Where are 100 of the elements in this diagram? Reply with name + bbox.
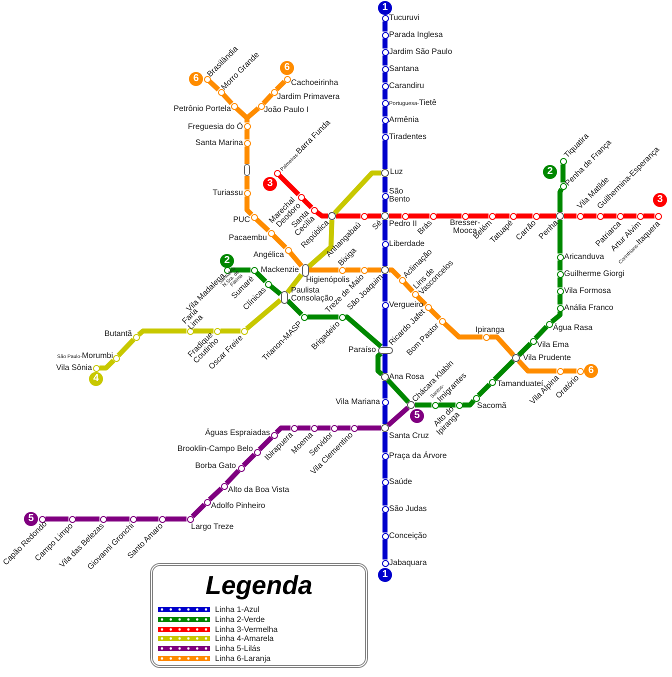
station-dot: [382, 14, 388, 22]
station-dot: [398, 276, 406, 284]
station-dot: [402, 212, 408, 220]
metro-line-segment: [100, 358, 116, 370]
station-name: Largo Treze: [191, 522, 234, 531]
legend-label: Linha 6-Laranja: [215, 654, 271, 663]
metro-line-segment: [382, 106, 388, 116]
interchange-dot: [381, 373, 389, 381]
station-name: Butantã: [104, 328, 132, 338]
station-dot: [596, 212, 604, 220]
metro-line-segment: [382, 140, 388, 169]
station-name: Conceição: [389, 530, 427, 540]
line-number-badge: 2: [543, 165, 557, 179]
station-name: Morumbi: [82, 350, 113, 360]
metro-line-segment: [358, 426, 381, 430]
metro-line-segment: [490, 334, 516, 357]
line-number-badge: 3: [263, 177, 277, 191]
metro-line-segment: [416, 294, 428, 306]
metro-line-segment: [468, 214, 488, 218]
station-name: João Paulo I: [264, 104, 308, 114]
metro-line-segment: [136, 516, 158, 522]
metro-line-segment: [558, 188, 564, 212]
metro-line-segment: [382, 486, 388, 506]
station-name: Pedro II: [389, 219, 417, 228]
metro-line-segment: [389, 214, 402, 218]
station-dot: [616, 212, 624, 220]
station-dot: [300, 314, 308, 320]
metro-line-segment: [306, 220, 334, 269]
metro-line-segment: [76, 516, 100, 522]
metro-line-segment: [278, 174, 300, 196]
metro-line-segment: [46, 516, 68, 522]
station-dot: [382, 560, 388, 566]
metro-line-segment: [382, 308, 388, 346]
metro-line-segment: [318, 426, 330, 430]
station-name: Paraíso: [348, 344, 376, 354]
metro-line-segment: [382, 460, 388, 478]
station-dot: [360, 212, 368, 220]
station-dot: [240, 328, 248, 334]
metro-line-segment: [208, 486, 224, 502]
station-name: Sacomã: [477, 400, 506, 410]
station-dot: [130, 516, 136, 522]
station-dot: [100, 516, 106, 522]
station-name: Ipiranga: [476, 325, 504, 334]
station-dot: [310, 424, 318, 432]
station-name: Jardim São Paulo: [389, 46, 452, 56]
metro-line-segment: [558, 294, 562, 304]
station-name: Alto da Boa Vista: [228, 484, 290, 494]
metro-line-segment: [288, 251, 304, 268]
line-number-badge: 6: [584, 364, 598, 378]
legend-label: Linha 4-Amarela: [215, 634, 274, 644]
station-name: Tiradentes: [389, 132, 426, 141]
station-dot: [112, 354, 120, 362]
metro-line-segment: [462, 399, 476, 408]
station-name: Vila Ema: [537, 340, 569, 349]
station-name: Borba Gato: [195, 460, 236, 470]
station-dot: [290, 424, 298, 432]
station-dot: [68, 516, 76, 522]
metro-line-segment: [386, 406, 410, 428]
station-dot: [556, 368, 564, 374]
metro-line-segment: [346, 268, 360, 272]
line-number-badge: 2: [220, 254, 234, 268]
station-dot: [92, 364, 100, 372]
station-dot: [576, 212, 584, 220]
metro-line-segment: [244, 130, 250, 140]
station-dot: [254, 448, 260, 456]
interchange-marker: [378, 346, 392, 354]
station-name: Saúde: [389, 476, 412, 486]
interchange-dot: [556, 212, 564, 220]
interchange-dot: [381, 424, 389, 432]
station-dot: [488, 378, 496, 386]
legend-label: Linha 2-Verde: [215, 614, 265, 624]
legend-label: Linha 3-Vermelha: [215, 624, 278, 634]
station-name: Brás: [416, 218, 434, 236]
station-name: Santa Marina: [195, 138, 243, 147]
metro-line-segment: [382, 274, 388, 302]
station-name: Anália Franco: [564, 302, 614, 312]
legend-title: Legenda: [204, 570, 314, 601]
station-name: Petrônio Portela: [174, 104, 231, 113]
metro-line-segment: [286, 298, 304, 316]
metro-line-segment: [389, 268, 402, 280]
station-dot: [654, 212, 662, 220]
station-dot: [350, 424, 358, 432]
metro-line-segment: [302, 198, 314, 210]
station-dot: [636, 212, 644, 220]
metro-line-segment: [558, 278, 562, 288]
metro-line-segment: [376, 352, 384, 376]
metro-line-segment: [298, 426, 310, 430]
station-dot: [258, 102, 264, 110]
station-dot: [560, 182, 566, 190]
metro-line-segment: [382, 22, 388, 32]
station-dot: [462, 212, 468, 220]
station-dot: [330, 424, 338, 432]
metro-line-segment: [516, 214, 532, 218]
station-dot: [382, 398, 388, 406]
line-number-badge: 6: [189, 72, 203, 86]
station-dot: [488, 212, 496, 220]
metro-line-segment: [550, 312, 562, 324]
interchange-dot: [328, 212, 336, 220]
metro-line-segment: [584, 214, 596, 218]
station-name: Tamanduateí: [497, 378, 544, 388]
